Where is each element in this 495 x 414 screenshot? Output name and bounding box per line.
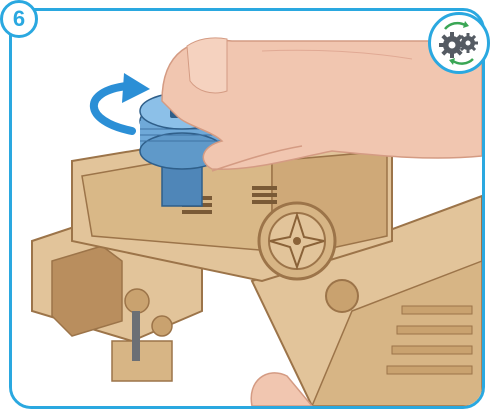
step-number-badge: 6 <box>0 0 38 38</box>
gears-rotate-icon <box>428 12 490 74</box>
illustration-frame <box>9 8 485 409</box>
assembly-illustration <box>12 11 482 406</box>
wooden-gear <box>259 203 335 279</box>
